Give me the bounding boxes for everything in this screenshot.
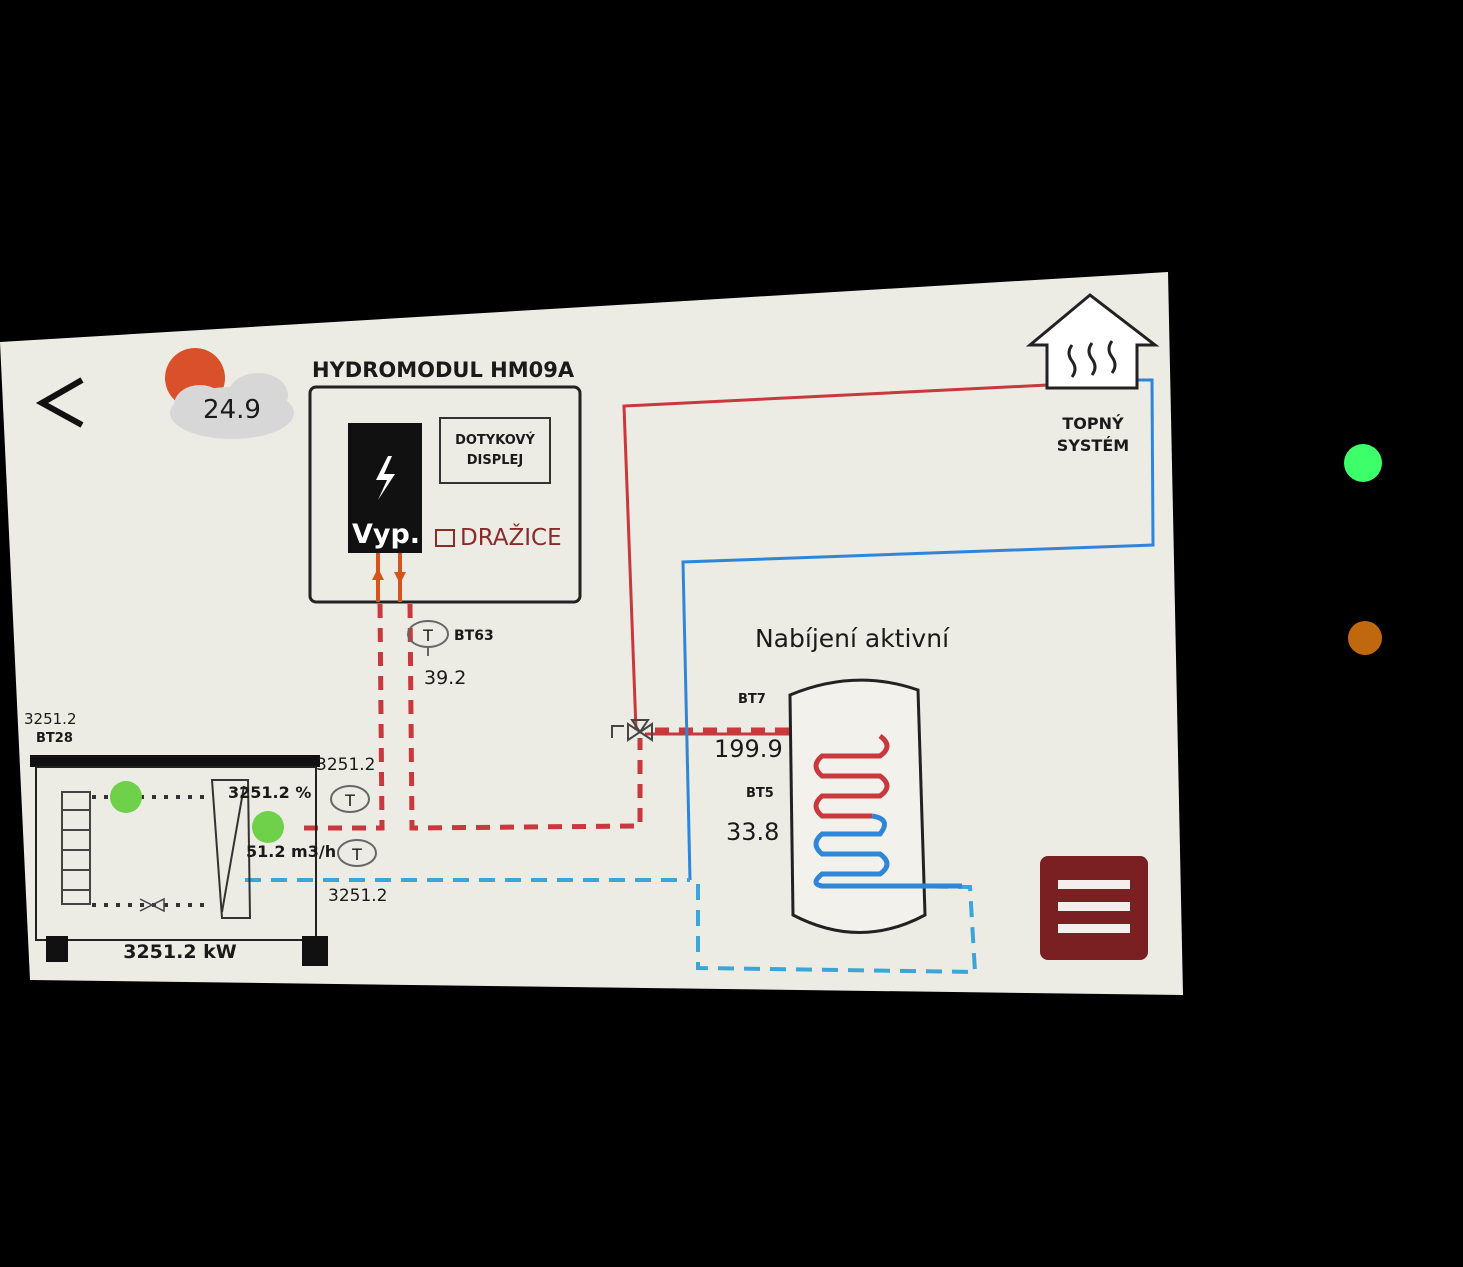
module-title: HYDROMODUL HM09A: [312, 358, 575, 382]
tank-status: Nabíjení aktivní: [755, 624, 950, 653]
arrow-down-icon: [394, 572, 406, 584]
bt5-label: BT5: [746, 786, 774, 801]
power-state: Vyp.: [352, 519, 420, 550]
cold-dashed-pipes: [245, 878, 978, 975]
hot-water-tank[interactable]: [788, 678, 962, 934]
hamburger-icon: [1058, 880, 1130, 933]
heating-system-label-2: SYSTÉM: [1057, 436, 1129, 455]
chevron-left-icon: [35, 377, 84, 428]
status-led-green: [1344, 444, 1382, 482]
heat-pump-power: 3251.2 kW: [123, 941, 237, 963]
heat-exchanger-icon: [210, 779, 252, 919]
heat-waves-icon: [1067, 340, 1117, 378]
thermometer-letter: T: [351, 845, 362, 864]
thermometer-icon: [330, 785, 370, 813]
brand-logo-icon: [435, 529, 455, 547]
touch-display-label-2: DISPLEJ: [467, 453, 524, 468]
coil-hot: [813, 733, 890, 819]
compressor-percent: 3251.2 %: [228, 783, 311, 802]
return-temp: 3251.2: [328, 886, 387, 906]
thermometer-icon: [337, 839, 377, 867]
sensor-bt5[interactable]: BT5 33.8: [726, 786, 779, 846]
bt28-label: BT28: [36, 731, 73, 746]
status-led-orange: [1348, 621, 1382, 655]
thermometer-letter: T: [344, 791, 355, 810]
cold-pipe: [681, 378, 1155, 881]
sensor-supply[interactable]: 3251.2 T: [316, 755, 375, 813]
brand-logo: DRAŽICE: [460, 523, 562, 551]
bt28-value: 3251.2: [24, 710, 77, 728]
compressor-pump-icon: [110, 781, 142, 813]
coil-cold: [813, 813, 962, 889]
arrow-up-icon: [372, 568, 384, 580]
hot-dashed-pipes: [300, 603, 885, 831]
bt63-label: BT63: [454, 628, 494, 644]
expansion-valve-icon: [139, 897, 165, 913]
back-button[interactable]: [35, 377, 84, 428]
lightning-icon: [376, 456, 395, 500]
house-icon: [1025, 293, 1160, 390]
outdoor-temperature: 24.9: [203, 395, 261, 425]
touch-display-label-1: DOTYKOVÝ: [455, 432, 535, 448]
hydromodule-box[interactable]: Vyp. DOTYKOVÝ DISPLEJ DRAŽICE: [308, 385, 582, 604]
sensor-bt63[interactable]: T BT63 39.2: [407, 620, 494, 689]
flow-rate: 51.2 m3/h: [246, 842, 336, 861]
three-way-valve-icon[interactable]: [611, 719, 653, 742]
thermometer-letter: T: [422, 626, 433, 645]
circulation-pump-icon: [252, 811, 284, 843]
supply-temp: 3251.2: [316, 755, 375, 775]
bt7-label: BT7: [738, 692, 766, 707]
bt5-value: 33.8: [726, 818, 779, 846]
weather-widget: 24.9: [165, 348, 294, 439]
bt63-value: 39.2: [424, 667, 466, 689]
heating-system-label-1: TOPNÝ: [1062, 414, 1124, 433]
menu-button[interactable]: [1040, 856, 1148, 960]
bt7-value: 199.9: [714, 735, 783, 763]
sensor-return[interactable]: T 3251.2: [328, 839, 387, 906]
touch-display-box: [439, 417, 551, 484]
sensor-bt7[interactable]: BT7 199.9: [714, 692, 783, 763]
cloud-icon: [170, 373, 294, 439]
heating-system[interactable]: TOPNÝ SYSTÉM: [1025, 293, 1160, 455]
evaporator-grid-icon: [61, 791, 91, 905]
heat-pump-unit[interactable]: 3251.2 % 51.2 m3/h 3251.2 kW: [30, 755, 336, 966]
